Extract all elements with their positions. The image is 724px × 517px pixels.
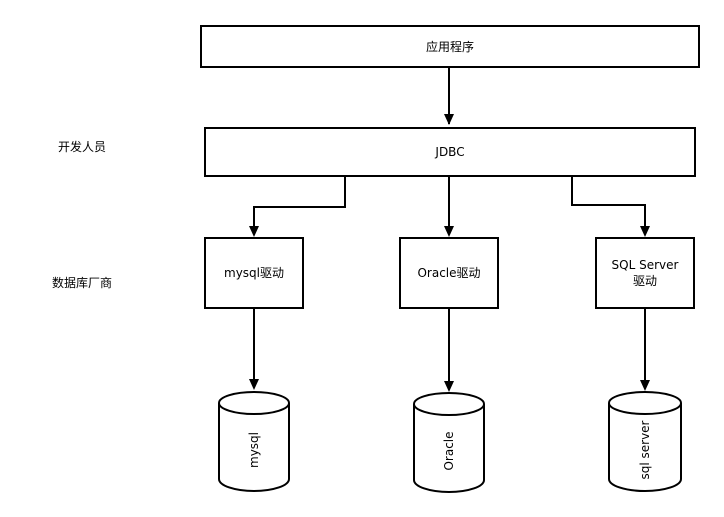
- connector-mysql-driver-to-db: [249, 309, 259, 390]
- sqlserver-database-cylinder: sql server: [608, 391, 682, 493]
- jdbc-box-label: JDBC: [435, 145, 465, 159]
- connector-jdbc-to-oracle-driver: [444, 177, 454, 237]
- mysql-driver-label: mysql驱动: [224, 266, 284, 280]
- developer-label: 开发人员: [58, 140, 107, 154]
- database-cylinder-icon: [608, 391, 682, 492]
- connector-jdbc-to-mysql-driver: [249, 177, 346, 237]
- oracle-driver-box: Oracle驱动: [399, 237, 499, 309]
- application-box-label: 应用程序: [425, 39, 474, 54]
- database-vendor-label: 数据库厂商: [52, 276, 113, 290]
- mysql-database-cylinder: mysql: [218, 391, 290, 493]
- application-box: 应用程序: [200, 25, 700, 68]
- sqlserver-driver-box: SQL Server 驱动: [595, 237, 695, 309]
- oracle-driver-label: Oracle驱动: [417, 266, 481, 280]
- connector-oracle-driver-to-db: [444, 309, 454, 392]
- database-cylinder-icon: [218, 391, 290, 492]
- database-cylinder-icon: [413, 392, 485, 493]
- sqlserver-driver-label-line2: 驱动: [632, 274, 657, 288]
- oracle-database-cylinder: Oracle: [413, 392, 485, 494]
- mysql-database-label: mysql: [247, 432, 261, 469]
- jdbc-box: JDBC: [204, 127, 696, 177]
- connector-sqlserver-driver-to-db: [640, 309, 650, 391]
- oracle-database-label: Oracle: [442, 431, 456, 471]
- mysql-driver-box: mysql驱动: [204, 237, 304, 309]
- connector-jdbc-to-sqlserver-driver: [571, 173, 650, 237]
- sqlserver-driver-label-line1: SQL Server: [611, 258, 679, 272]
- sqlserver-database-label: sql server: [638, 420, 652, 480]
- connector-app-to-jdbc: [444, 68, 454, 125]
